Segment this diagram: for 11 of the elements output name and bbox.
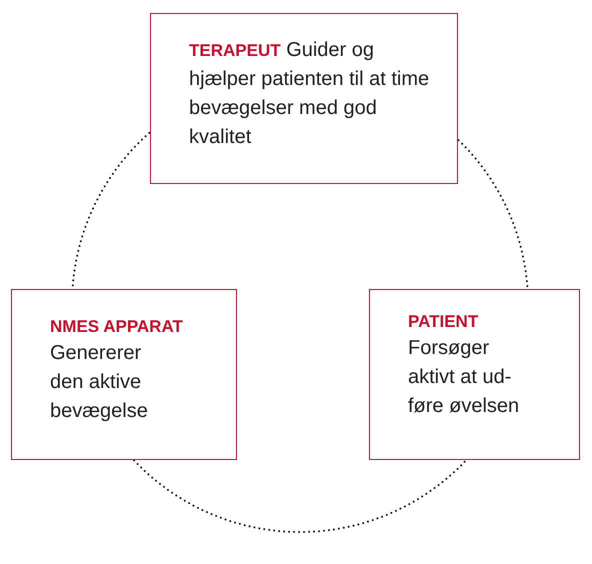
box-text: TERAPEUT Guider og hjælper patienten til at time bevægelser med god kvalitet <box>189 38 430 150</box>
box-heading: PATIENT <box>408 311 480 333</box>
dotted-arc-connector <box>458 139 528 290</box>
text-box <box>150 13 458 184</box>
box-text: Forsøger aktivt at ud- føre øvelsen <box>408 336 520 419</box>
box-heading: NMES APPARAT <box>50 316 184 338</box>
text-box <box>11 289 237 460</box>
text-box <box>369 289 580 460</box>
dotted-arc-connector <box>133 459 468 533</box>
box-text: Genererer den aktive bevægelse <box>50 341 149 424</box>
dotted-arc-connector <box>72 132 150 290</box>
